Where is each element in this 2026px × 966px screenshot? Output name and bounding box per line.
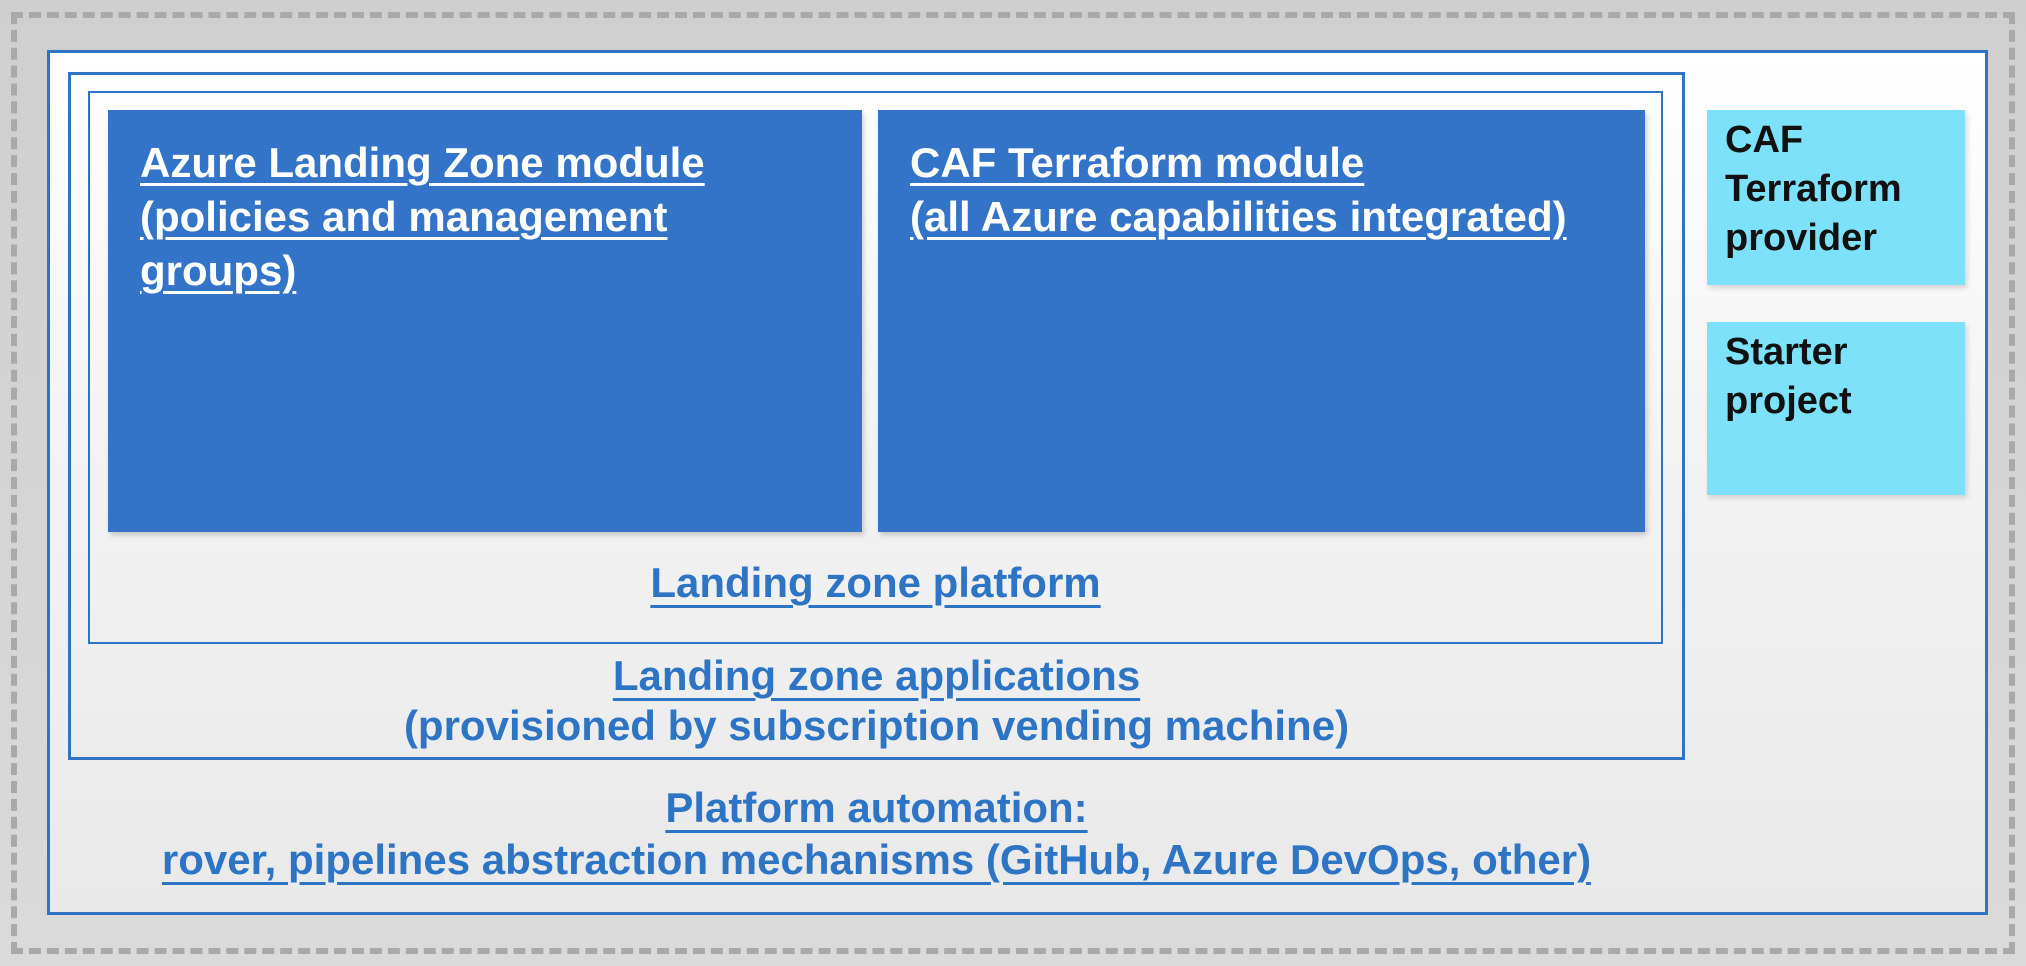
- azure-landing-zone-module-subtitle-link[interactable]: (policies and management groups): [140, 193, 668, 294]
- starter-project-box: Starter project: [1707, 322, 1965, 495]
- caf-terraform-module-box: CAF Terraform module (all Azure capabili…: [878, 110, 1645, 532]
- automation-sublabel-line: rover, pipelines abstraction mechanisms …: [68, 834, 1685, 886]
- module-subtitle: (all Azure capabilities integrated): [910, 190, 1617, 244]
- module-title: Azure Landing Zone module: [140, 136, 834, 190]
- landing-zone-applications-link[interactable]: Landing zone applications: [612, 652, 1141, 699]
- caf-terraform-provider-box: CAF Terraform provider: [1707, 110, 1965, 285]
- landing-zone-platform-label: Landing zone platform: [88, 558, 1663, 608]
- azure-landing-zone-module-box: Azure Landing Zone module (policies and …: [108, 110, 862, 532]
- dashed-selection-border: [11, 12, 2015, 954]
- landing-zone-platform-frame: [88, 91, 1663, 644]
- applications-label-line: Landing zone applications: [68, 651, 1685, 701]
- caf-terraform-module-subtitle-link[interactable]: (all Azure capabilities integrated): [910, 193, 1567, 240]
- applications-sublabel: (provisioned by subscription vending mac…: [403, 702, 1350, 749]
- module-subtitle: (policies and management groups): [140, 190, 720, 298]
- caf-terraform-provider-label: CAF Terraform provider: [1725, 119, 1902, 259]
- azure-landing-zone-module-link[interactable]: Azure Landing Zone module: [140, 139, 705, 186]
- landing-zone-applications-frame: [68, 72, 1685, 760]
- automation-label-line: Platform automation:: [68, 782, 1685, 834]
- module-title: CAF Terraform module: [910, 136, 1617, 190]
- landing-zone-platform-link[interactable]: Landing zone platform: [650, 559, 1101, 606]
- landing-zone-applications-label: Landing zone applications (provisioned b…: [68, 651, 1685, 751]
- platform-automation-label: Platform automation: rover, pipelines ab…: [68, 782, 1685, 886]
- platform-automation-tools-link[interactable]: rover, pipelines abstraction mechanisms …: [161, 836, 1592, 883]
- platform-automation-link[interactable]: Platform automation:: [665, 784, 1088, 831]
- caf-terraform-module-link[interactable]: CAF Terraform module: [910, 139, 1365, 186]
- starter-project-label: Starter project: [1725, 331, 1852, 422]
